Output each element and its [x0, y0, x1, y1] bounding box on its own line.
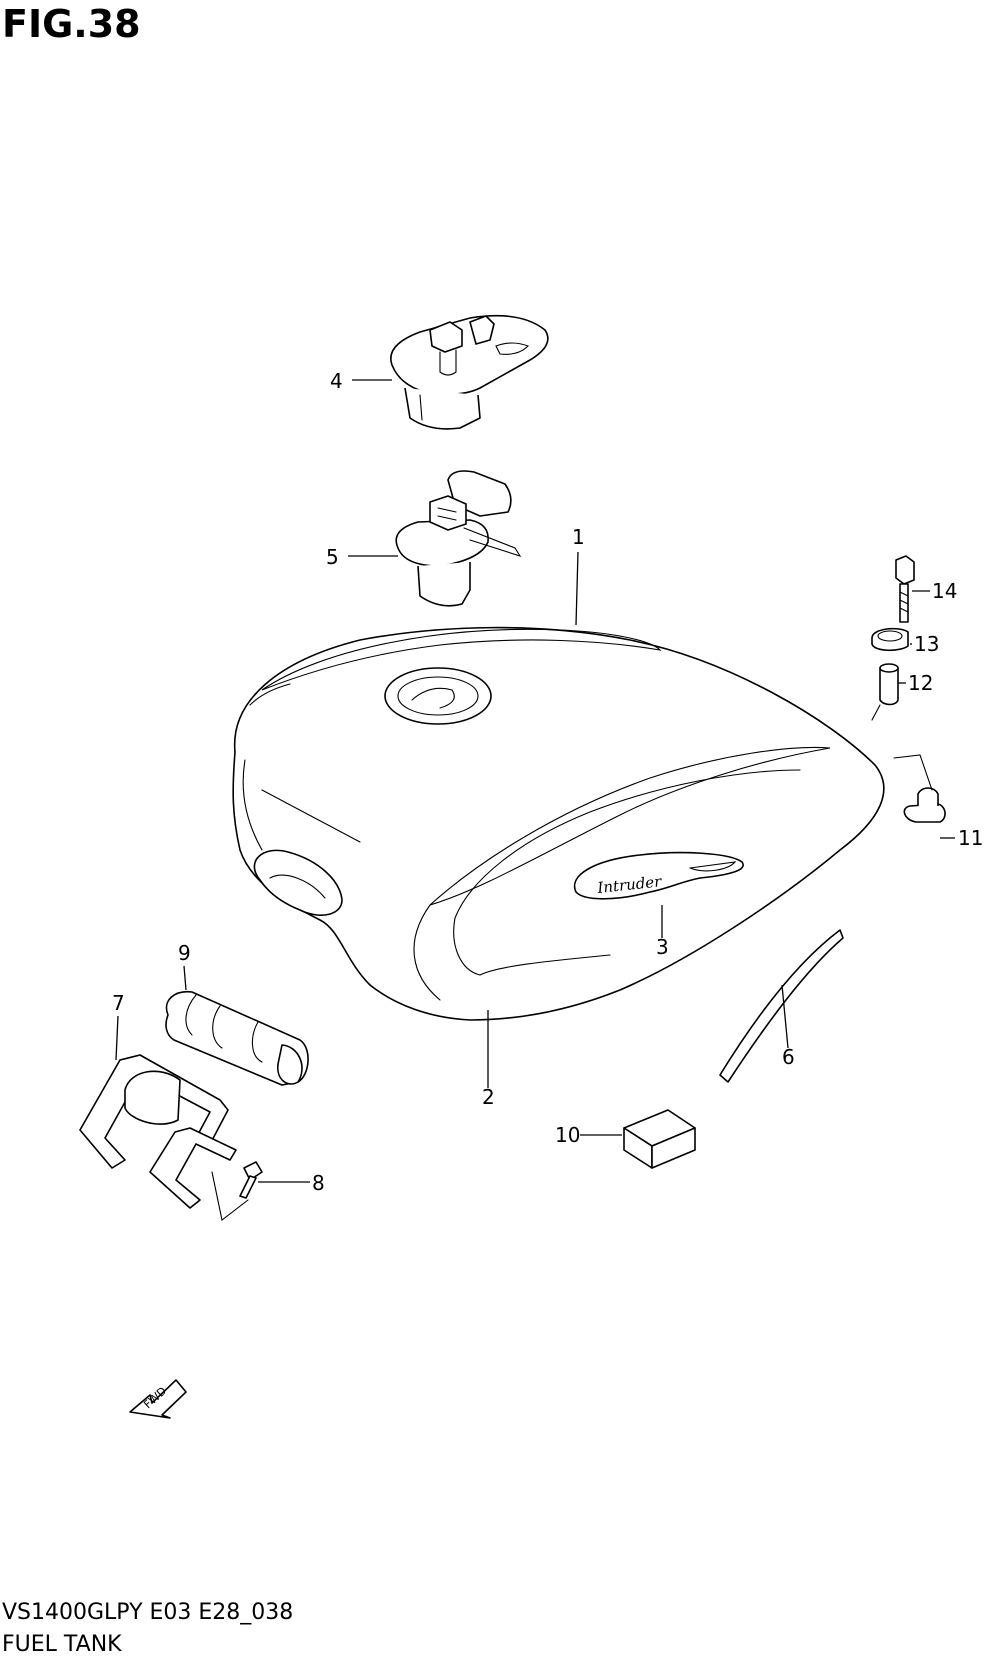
collar-part-12	[879, 663, 899, 706]
forward-direction-arrow: FWD	[129, 1379, 187, 1419]
rubber-cushion-part-9	[165, 990, 309, 1086]
callout-6: 6	[782, 1045, 795, 1069]
trim-strip-part-6	[719, 929, 844, 1083]
callout-12: 12	[908, 671, 933, 695]
callout-7: 7	[112, 991, 125, 1015]
model-code: VS1400GLPY E03 E28_038	[2, 1600, 294, 1625]
bolt-part-14	[895, 555, 915, 623]
callout-5: 5	[326, 545, 339, 569]
leader-lines	[115, 379, 955, 1183]
bolt-part-8	[211, 1161, 263, 1221]
intruder-emblem-part-3: Intruder	[573, 851, 744, 900]
fuel-tank-part-1	[232, 626, 885, 1021]
callout-4: 4	[330, 369, 343, 393]
washer-part-13	[871, 627, 909, 652]
callout-1: 1	[572, 525, 585, 549]
callout-labels: 1 2 3 4 5 6 7 8 9 10 11 12 13 14	[112, 369, 983, 1195]
callout-13: 13	[914, 632, 939, 656]
callout-14: 14	[932, 579, 957, 603]
figure-title: FIG.38	[2, 2, 141, 46]
pad-part-10	[623, 1109, 696, 1169]
callout-10: 10	[555, 1123, 580, 1147]
callout-2: 2	[482, 1085, 495, 1109]
fuel-cap-part-4	[390, 314, 549, 430]
callout-8: 8	[312, 1171, 325, 1195]
fuel-cap-part-5	[395, 470, 522, 607]
grommet-part-11	[871, 704, 946, 823]
bracket-part-7	[79, 1054, 237, 1209]
callout-9: 9	[178, 941, 191, 965]
callout-3: 3	[656, 935, 669, 959]
section-name: FUEL TANK	[2, 1632, 122, 1657]
filler-neck-opening	[384, 667, 492, 725]
callout-11: 11	[958, 826, 983, 850]
